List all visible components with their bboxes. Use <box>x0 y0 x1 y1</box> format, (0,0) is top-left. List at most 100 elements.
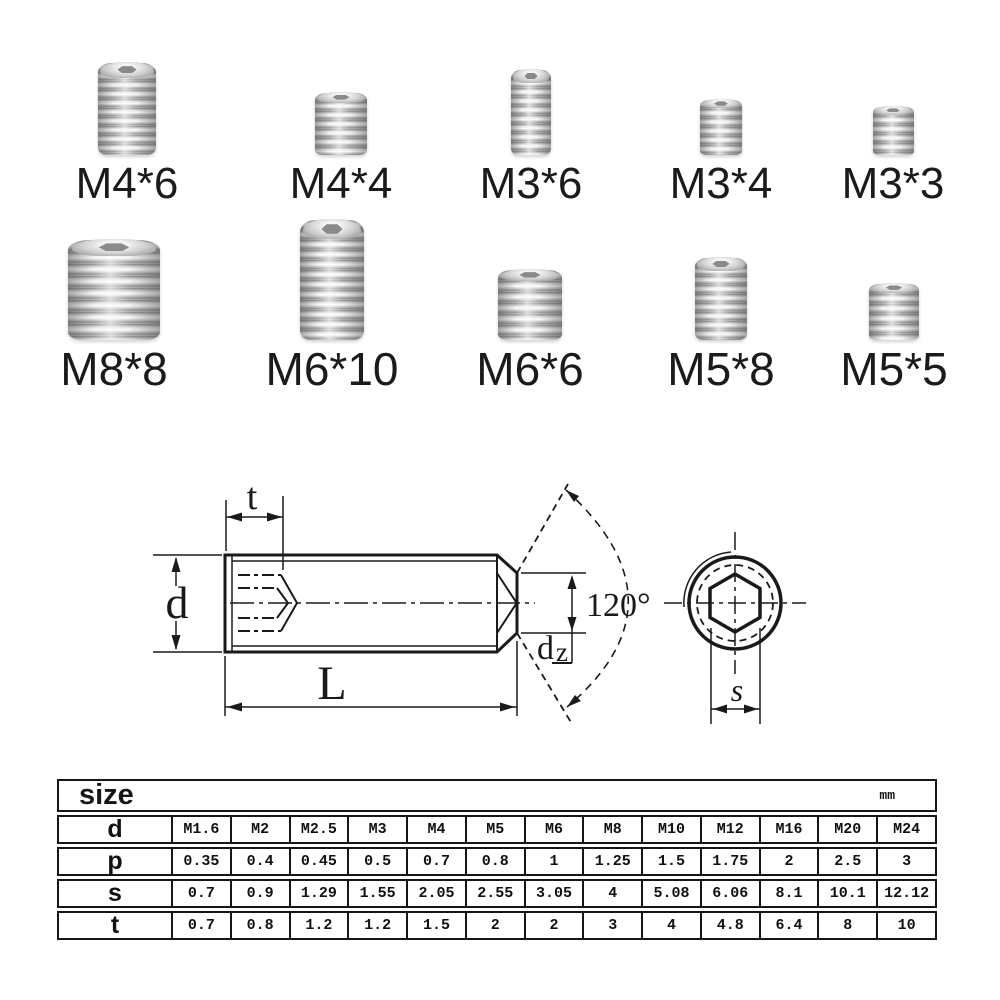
row-header-p: p <box>57 847 173 876</box>
table-cell: M3 <box>349 815 409 844</box>
size-table-title: size <box>79 779 134 811</box>
product-tile: M6*6 <box>440 218 620 392</box>
size-table-header: size mm <box>57 779 937 812</box>
row-header-d: d <box>57 815 173 844</box>
table-cell: 10.1 <box>819 879 879 908</box>
table-cell: 8.1 <box>760 879 820 908</box>
table-cell: 4 <box>643 911 702 940</box>
table-cell: 0.9 <box>231 879 291 908</box>
table-cell: 1.29 <box>290 879 350 908</box>
dimension-dz: d z <box>521 572 586 667</box>
table-cell: 2 <box>760 847 820 876</box>
table-cell: 0.7 <box>173 879 232 908</box>
table-cell: 1.75 <box>701 847 761 876</box>
screw-size-label: M3*3 <box>841 159 945 208</box>
table-cell: 1.5 <box>408 911 467 940</box>
screw-size-label: M6*10 <box>265 343 399 395</box>
screw-size-label: M4*6 <box>75 159 179 208</box>
set-screw-photo <box>315 92 367 155</box>
table-cell: 2.05 <box>408 879 467 908</box>
table-cell: 6.06 <box>701 879 761 908</box>
technical-drawing: t d L 120° <box>153 476 806 725</box>
table-cell: 1.2 <box>290 911 350 940</box>
table-cell: 2.5 <box>819 847 879 876</box>
side-view-outline <box>223 553 535 654</box>
dim-label-L: L <box>317 657 346 710</box>
hex-socket-top <box>512 69 550 84</box>
set-screw-photo <box>300 219 364 340</box>
product-tile: M8*8 <box>24 218 204 392</box>
set-screw-photo <box>98 62 156 155</box>
row-header-t: t <box>57 911 173 940</box>
dim-label-t: t <box>247 476 258 518</box>
table-cell: M6 <box>525 815 585 844</box>
hex-socket-top <box>302 219 362 240</box>
product-tile: M4*4 <box>251 60 431 207</box>
screw-size-label: M4*4 <box>289 159 393 208</box>
screw-size-label: M8*8 <box>60 343 168 395</box>
table-cell: 8 <box>819 911 879 940</box>
product-tile: M3*4 <box>631 60 811 207</box>
set-screw-photo <box>498 269 562 340</box>
table-cell: M2 <box>231 815 291 844</box>
size-table-unit: mm <box>879 788 895 803</box>
table-cell: 12.12 <box>878 879 937 908</box>
table-cell: 3 <box>878 847 937 876</box>
dimension-L: L <box>224 641 518 716</box>
table-cell: M20 <box>819 815 879 844</box>
table-cell: 1.2 <box>349 911 409 940</box>
table-cell: 0.7 <box>173 911 232 940</box>
dimension-t: t <box>225 476 284 570</box>
table-cell: 3 <box>584 911 644 940</box>
set-screw-photo <box>872 106 914 155</box>
table-cell: 3.05 <box>525 879 585 908</box>
hex-socket-top <box>701 99 741 109</box>
table-cell: M2.5 <box>290 815 350 844</box>
table-cell: M4 <box>408 815 467 844</box>
screw-size-label: M6*6 <box>476 343 584 395</box>
product-tile: M5*5 <box>804 218 984 392</box>
table-cell: 0.45 <box>290 847 350 876</box>
table-cell: 0.35 <box>173 847 232 876</box>
end-view <box>664 532 806 674</box>
set-screw-photo <box>700 99 742 155</box>
table-cell: 2 <box>466 911 526 940</box>
table-cell: 2.55 <box>466 879 526 908</box>
table-cell: 4 <box>584 879 644 908</box>
hex-socket-hidden-lines <box>238 574 299 632</box>
table-cell: 4.8 <box>701 911 761 940</box>
dimension-d: d <box>153 554 222 653</box>
product-tile: M3*6 <box>441 60 621 207</box>
hex-socket-top <box>71 239 157 256</box>
dim-label-d: d <box>166 577 189 628</box>
dim-label-dz-d: d <box>537 630 554 667</box>
set-screw-photo <box>68 239 160 340</box>
screw-size-label: M3*4 <box>669 159 773 208</box>
set-screw-photo <box>695 257 747 340</box>
screw-size-label: M3*6 <box>479 159 583 208</box>
table-cell: 1.5 <box>643 847 702 876</box>
table-cell: 1.55 <box>349 879 409 908</box>
angle-annotation-120: 120° <box>516 483 651 725</box>
table-cell: 0.8 <box>231 911 291 940</box>
table-cell: M8 <box>584 815 644 844</box>
hex-socket-top <box>100 62 154 78</box>
table-cell: 0.5 <box>349 847 409 876</box>
screw-size-label: M5*5 <box>840 343 948 395</box>
angle-label: 120° <box>586 587 651 624</box>
hex-socket-top <box>871 283 917 293</box>
table-cell: 0.4 <box>231 847 291 876</box>
product-tile: M3*3 <box>803 60 983 207</box>
hex-socket-top <box>874 106 912 115</box>
table-cell: 0.7 <box>408 847 467 876</box>
product-tile: M4*6 <box>37 60 217 207</box>
dimension-s: s <box>710 628 761 724</box>
table-cell: M10 <box>643 815 702 844</box>
dim-label-s: s <box>731 672 743 708</box>
